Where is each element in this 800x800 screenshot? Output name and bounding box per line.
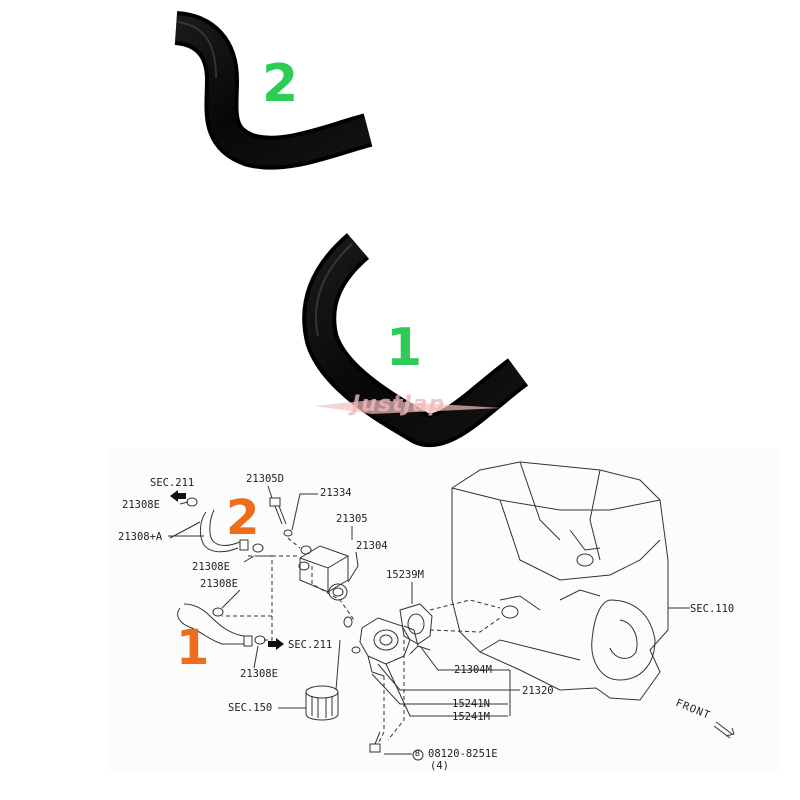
bolt-marker-circle	[412, 749, 424, 761]
sec211-right-arrow	[268, 638, 284, 650]
hose-1-number: 1	[386, 318, 423, 378]
label-21304: 21304	[356, 540, 388, 552]
bolt-21305d	[269, 497, 293, 537]
engine-block	[451, 461, 690, 701]
oil-cooler-21305	[298, 545, 349, 601]
front-arrow	[713, 721, 735, 739]
diagram-callout-1: 1	[176, 620, 210, 676]
label-21334: 21334	[320, 487, 352, 499]
label-21308e-bottom: 21308E	[240, 668, 278, 680]
label-21308a: 21308+A	[118, 531, 163, 543]
label-21304m: 21304M	[454, 664, 492, 676]
label-bolt-qty: (4)	[430, 760, 449, 772]
label-sec150: SEC.150	[228, 702, 273, 714]
bolt-marker-letter: B	[415, 749, 420, 758]
label-15239m: 15239M	[386, 569, 424, 581]
diagram-hose-1	[177, 603, 253, 647]
diagram-hose-2	[169, 509, 249, 553]
diagram-callout-2: 2	[226, 490, 260, 546]
label-15241m: 15241M	[452, 711, 490, 723]
label-21308e-top: 21308E	[122, 499, 160, 511]
label-sec110: SEC.110	[690, 603, 735, 615]
label-sec211-right: SEC.211	[288, 639, 333, 651]
sec211-top-arrow	[170, 490, 186, 502]
label-bolt-08120: 08120-8251E	[428, 748, 498, 760]
routing-lines	[222, 537, 501, 745]
label-21308e-left: 21308E	[200, 578, 238, 590]
gasket-15239m	[399, 603, 433, 645]
label-21305d: 21305D	[246, 473, 284, 485]
leader-lines	[168, 485, 520, 755]
hose-2-photo	[173, 11, 373, 170]
label-sec211-top: SEC.211	[150, 477, 195, 489]
label-21308e-mid: 21308E	[192, 561, 230, 573]
label-15241n: 15241N	[452, 698, 490, 710]
watermark-logo: JustJap	[312, 388, 502, 424]
label-21320: 21320	[522, 685, 554, 697]
label-21305: 21305	[336, 513, 368, 525]
hose-1-photo	[302, 233, 529, 447]
oil-filter	[305, 685, 339, 721]
hose-2-number: 2	[262, 54, 299, 114]
bolt-08120	[369, 731, 381, 753]
